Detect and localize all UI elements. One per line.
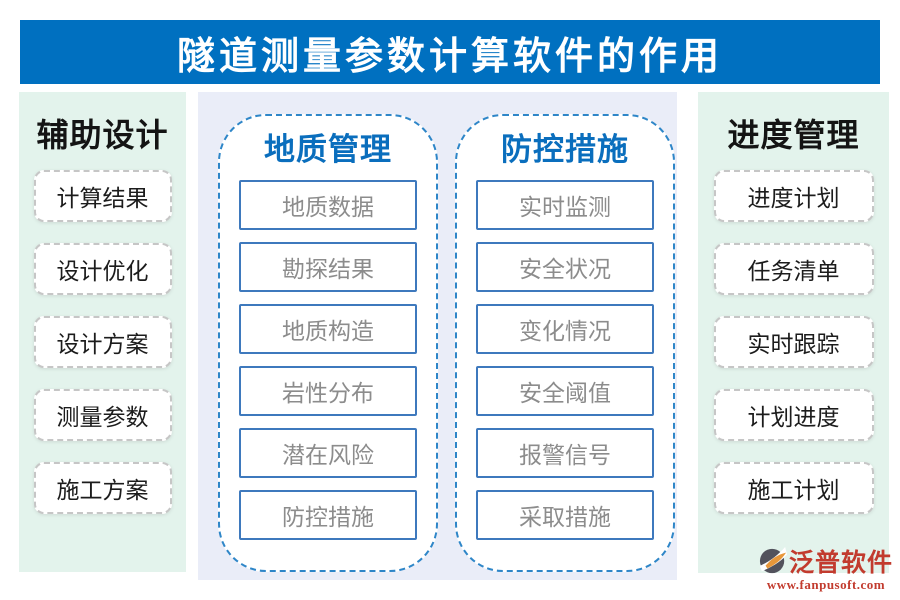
vendor-url: www.fanpusoft.com	[766, 577, 886, 592]
geology-item-structure: 地质构造	[239, 304, 417, 354]
vendor-name: 泛普软件	[788, 550, 893, 577]
prevention-item-alarm: 报警信号	[476, 428, 654, 478]
vendor-logo: 泛普软件 www.fanpusoft.com	[758, 543, 894, 593]
progress-item-schedule: 进度计划	[713, 170, 874, 222]
page-title: 隧道测量参数计算软件的作用	[176, 35, 723, 78]
aux-design-items: 计算结果 设计优化 设计方案 测量参数 施工方案	[19, 170, 186, 514]
column-aux-design: 辅助设计 计算结果 设计优化 设计方案 测量参数 施工方案	[19, 92, 186, 572]
prevention-header: 防控措施	[501, 132, 629, 167]
aux-item-survey-params: 测量参数	[33, 389, 172, 441]
prevention-item-measures: 采取措施	[476, 490, 654, 540]
prevention-item-monitoring: 实时监测	[476, 180, 654, 230]
title-banner: 隧道测量参数计算软件的作用	[20, 20, 880, 84]
geology-item-prevention: 防控措施	[239, 490, 417, 540]
progress-item-task-list: 任务清单	[713, 243, 874, 295]
progress-item-construction-plan: 施工计划	[713, 462, 874, 514]
capsule-geology: 地质管理 地质数据 勘探结果 地质构造 岩性分布 潜在风险 防控措施	[218, 114, 438, 572]
progress-items: 进度计划 任务清单 实时跟踪 计划进度 施工计划	[698, 170, 889, 514]
geology-items: 地质数据 勘探结果 地质构造 岩性分布 潜在风险 防控措施	[220, 180, 436, 540]
center-panel: 地质管理 地质数据 勘探结果 地质构造 岩性分布 潜在风险 防控措施 防控措施 …	[198, 92, 677, 580]
geology-item-risk: 潜在风险	[239, 428, 417, 478]
aux-item-design-plan: 设计方案	[33, 316, 172, 368]
progress-item-tracking: 实时跟踪	[713, 316, 874, 368]
aux-item-design-optimize: 设计优化	[33, 243, 172, 295]
geology-item-data: 地质数据	[239, 180, 417, 230]
aux-item-construction-plan: 施工方案	[33, 462, 172, 514]
prevention-items: 实时监测 安全状况 变化情况 安全阈值 报警信号 采取措施	[457, 180, 673, 540]
geology-item-lithology: 岩性分布	[239, 366, 417, 416]
column-progress: 进度管理 进度计划 任务清单 实时跟踪 计划进度 施工计划	[698, 92, 889, 573]
prevention-item-threshold: 安全阈值	[476, 366, 654, 416]
progress-item-plan-progress: 计划进度	[713, 389, 874, 441]
capsule-prevention: 防控措施 实时监测 安全状况 变化情况 安全阈值 报警信号 采取措施	[455, 114, 675, 572]
aux-item-calc-result: 计算结果	[33, 170, 172, 222]
aux-design-header: 辅助设计	[36, 117, 169, 153]
geology-header: 地质管理	[264, 132, 392, 167]
prevention-item-changes: 变化情况	[476, 304, 654, 354]
prevention-item-safety-status: 安全状况	[476, 242, 654, 292]
fanpu-logo-icon	[759, 546, 787, 576]
geology-item-exploration: 勘探结果	[239, 242, 417, 292]
vendor-logo-row: 泛普软件	[759, 543, 893, 579]
progress-header: 进度管理	[727, 117, 860, 153]
